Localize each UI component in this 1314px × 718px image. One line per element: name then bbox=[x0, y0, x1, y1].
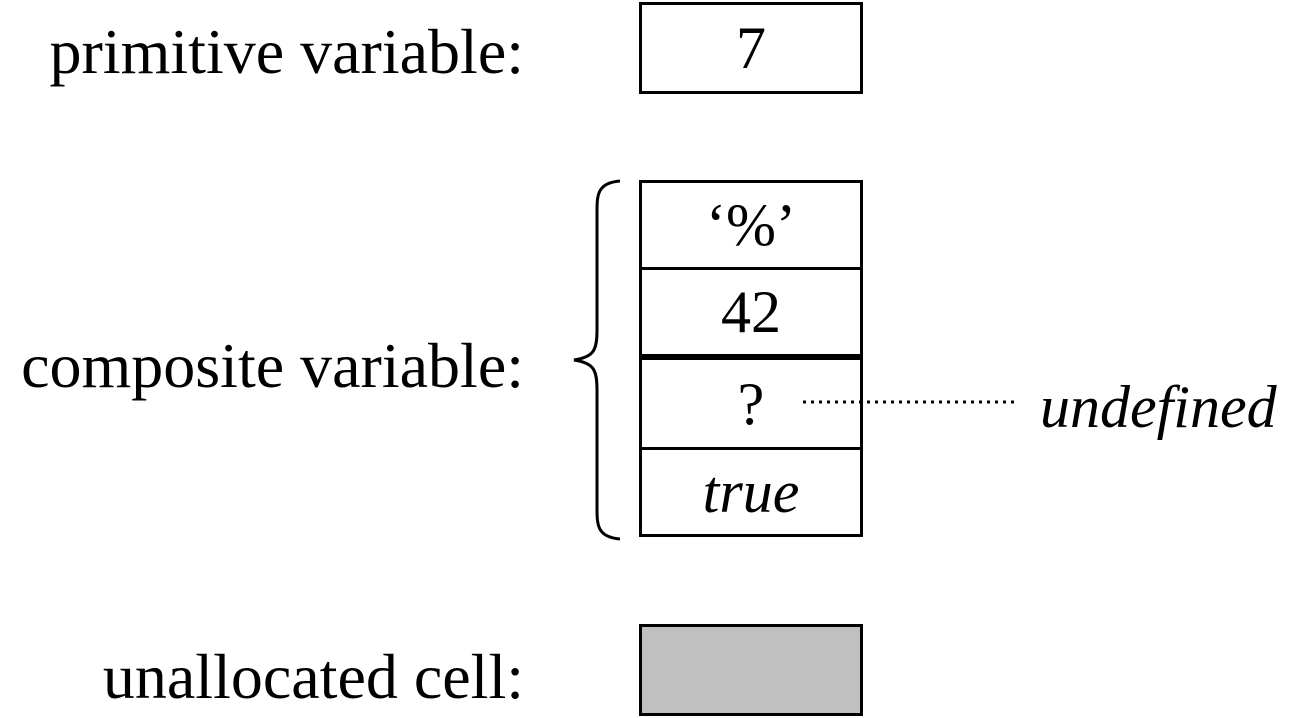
composite-cell-int: 42 bbox=[639, 267, 863, 357]
curly-brace-icon bbox=[573, 179, 621, 541]
composite-cell-int-value: 42 bbox=[721, 279, 781, 345]
unallocated-cell bbox=[639, 624, 863, 716]
primitive-variable-label: primitive variable: bbox=[49, 16, 525, 87]
composite-cell-char: ‘%’ bbox=[639, 180, 863, 270]
primitive-cell: 7 bbox=[639, 2, 863, 94]
composite-variable-label: composite variable: bbox=[21, 330, 524, 401]
composite-cell-char-value: ‘%’ bbox=[706, 192, 796, 258]
unallocated-cell-label: unallocated cell: bbox=[102, 641, 524, 712]
undefined-annotation: undefined bbox=[1040, 374, 1277, 440]
composite-cell-undefined-value: ? bbox=[737, 370, 765, 437]
composite-cell-bool-value: true bbox=[702, 459, 800, 525]
composite-cell-undefined: ? bbox=[639, 357, 863, 450]
primitive-cell-value: 7 bbox=[736, 15, 766, 81]
composite-cell-bool: true bbox=[639, 447, 863, 537]
